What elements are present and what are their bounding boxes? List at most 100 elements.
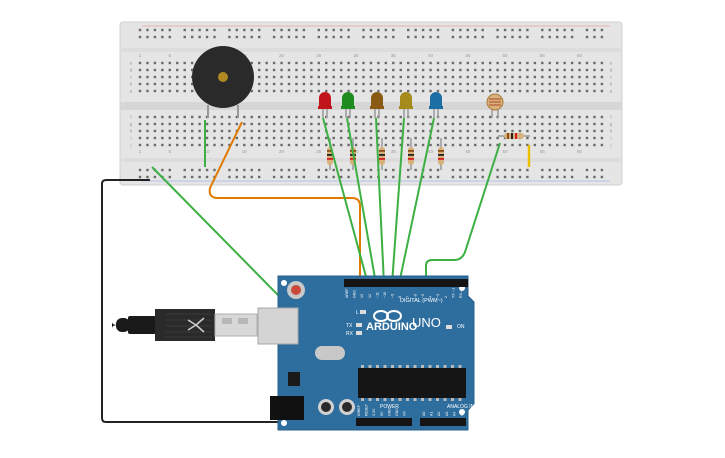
digital-label: DIGITAL (PWM~) (400, 298, 443, 304)
breadboard-row-letter: c (130, 75, 133, 80)
led[interactable] (318, 92, 332, 118)
reset-button[interactable] (291, 285, 301, 295)
breadboard-row-letter: a (610, 89, 613, 94)
breadboard-row-letter: e (610, 61, 613, 66)
digital-pin-label: ~9 (391, 294, 395, 298)
digital-pin-label: ~3 (436, 294, 440, 298)
usb-port (257, 307, 299, 345)
breadboard-row-letter: j (610, 143, 612, 148)
power-pin-label: IOREF (357, 404, 361, 416)
power-pin-label: GND (387, 408, 391, 416)
resistor-group (327, 138, 444, 170)
breadboard-top-number: 40 (428, 53, 434, 58)
wire-green-led-4[interactable] (391, 117, 405, 285)
digital-pin-label: AREF (345, 288, 349, 298)
wire-orange-buzzer[interactable] (208, 121, 361, 284)
breadboard-row-letter: i (131, 136, 132, 141)
atmega-chip (358, 368, 466, 398)
breadboard-bottom-number: 10 (205, 149, 211, 154)
wire-green-led-2[interactable] (346, 117, 377, 285)
wire-green-led-5[interactable] (398, 117, 435, 285)
digital-pin-label: ~5 (421, 294, 425, 298)
digital-pin-label: 7 (406, 296, 410, 298)
wire-green-led-1[interactable] (322, 117, 369, 285)
photoresistor-pulldown-resistor[interactable] (498, 133, 530, 139)
breadboard-top-number: 30 (354, 53, 360, 58)
breadboard-row-letter: c (610, 75, 613, 80)
analog-pin-label: A1 (430, 412, 434, 416)
wire-green-led-3[interactable] (375, 117, 385, 285)
digital-pin-label: TX→1 (451, 288, 455, 298)
breadboard-row-letter: f (610, 115, 612, 120)
power-pin-label: 3.3V (372, 408, 376, 416)
resistor[interactable] (438, 138, 444, 170)
breadboard-top-number: 50 (503, 53, 509, 58)
breadboard-top-number: 60 (577, 53, 583, 58)
breadboard-bottom-number: 1 (139, 149, 142, 154)
tx-label: TX (346, 323, 353, 329)
wires (101, 117, 531, 423)
l-label: L (356, 310, 359, 316)
digital-pin-label: 13 (360, 294, 364, 298)
digital-pin-label: ~6 (413, 294, 417, 298)
breadboard-bottom-number: 30 (354, 149, 360, 154)
breadboard-row-letter: g (130, 122, 133, 127)
power-pin-label: Vin (403, 411, 407, 416)
photoresistor[interactable] (486, 93, 504, 118)
power-label: POWER (380, 404, 399, 410)
piezo-buzzer[interactable] (192, 46, 254, 118)
power-pin-label: GND (395, 408, 399, 416)
usb-cable (112, 309, 258, 341)
breadboard-row-letter: g (610, 122, 613, 127)
power-pin-label: RESET (365, 403, 369, 416)
breadboard-row-letter: f (130, 115, 132, 120)
breadboard-top-number: 25 (316, 53, 322, 58)
crystal (315, 346, 345, 360)
analog-pin-label: A0 (422, 412, 426, 416)
digital-pin-label: 2 (444, 296, 448, 298)
breadboard-bottom-number: 35 (391, 149, 397, 154)
breadboard-bottom-number: 5 (169, 149, 172, 154)
led[interactable] (429, 92, 443, 118)
breadboard-bottom-number: 25 (316, 149, 322, 154)
breadboard-bottom-number: 40 (428, 149, 434, 154)
breadboard-top-number: 45 (465, 53, 471, 58)
breadboard-row-letter: a (130, 89, 133, 94)
led[interactable] (399, 92, 413, 118)
digital-pin-label: 8 (398, 296, 402, 298)
digital-pin-label: 4 (429, 296, 433, 298)
breadboard-top-number: 1 (139, 53, 142, 58)
breadboard-bottom-number: 55 (540, 149, 546, 154)
analog-label: ANALOG IN (447, 404, 475, 410)
digital-pin-label: 12 (368, 294, 372, 298)
analog-pin-label: A3 (445, 412, 449, 416)
breadboard-row-letter: b (130, 82, 133, 87)
resistor[interactable] (379, 138, 385, 170)
analog-pin-label: A5 (460, 412, 464, 416)
breadboard-row-letter: h (610, 129, 613, 134)
arduino-brand: ARDUINO (366, 321, 418, 333)
resistor[interactable] (408, 138, 414, 170)
breadboard-row-letter: b (610, 82, 613, 87)
breadboard-top-number: 20 (279, 53, 285, 58)
breadboard-bottom-number: 45 (465, 149, 471, 154)
breadboard-bottom-number: 60 (577, 149, 583, 154)
breadboard-row-letter: i (611, 136, 612, 141)
analog-pin-label: A2 (437, 412, 441, 416)
led[interactable] (341, 92, 355, 118)
breadboard-row-letter: h (130, 129, 133, 134)
power-pin-label: 5V (380, 411, 384, 416)
wire-green-analog[interactable] (425, 142, 501, 420)
wire-black-gnd[interactable] (101, 179, 401, 423)
led[interactable] (370, 92, 384, 118)
led-group (318, 92, 443, 118)
arduino-model: UNO (412, 315, 441, 330)
analog-header (420, 418, 466, 426)
digital-header (344, 279, 468, 287)
breadboard-row-letter: d (130, 68, 133, 73)
on-label: ON (457, 324, 465, 330)
analog-pin-label: A4 (452, 412, 456, 416)
